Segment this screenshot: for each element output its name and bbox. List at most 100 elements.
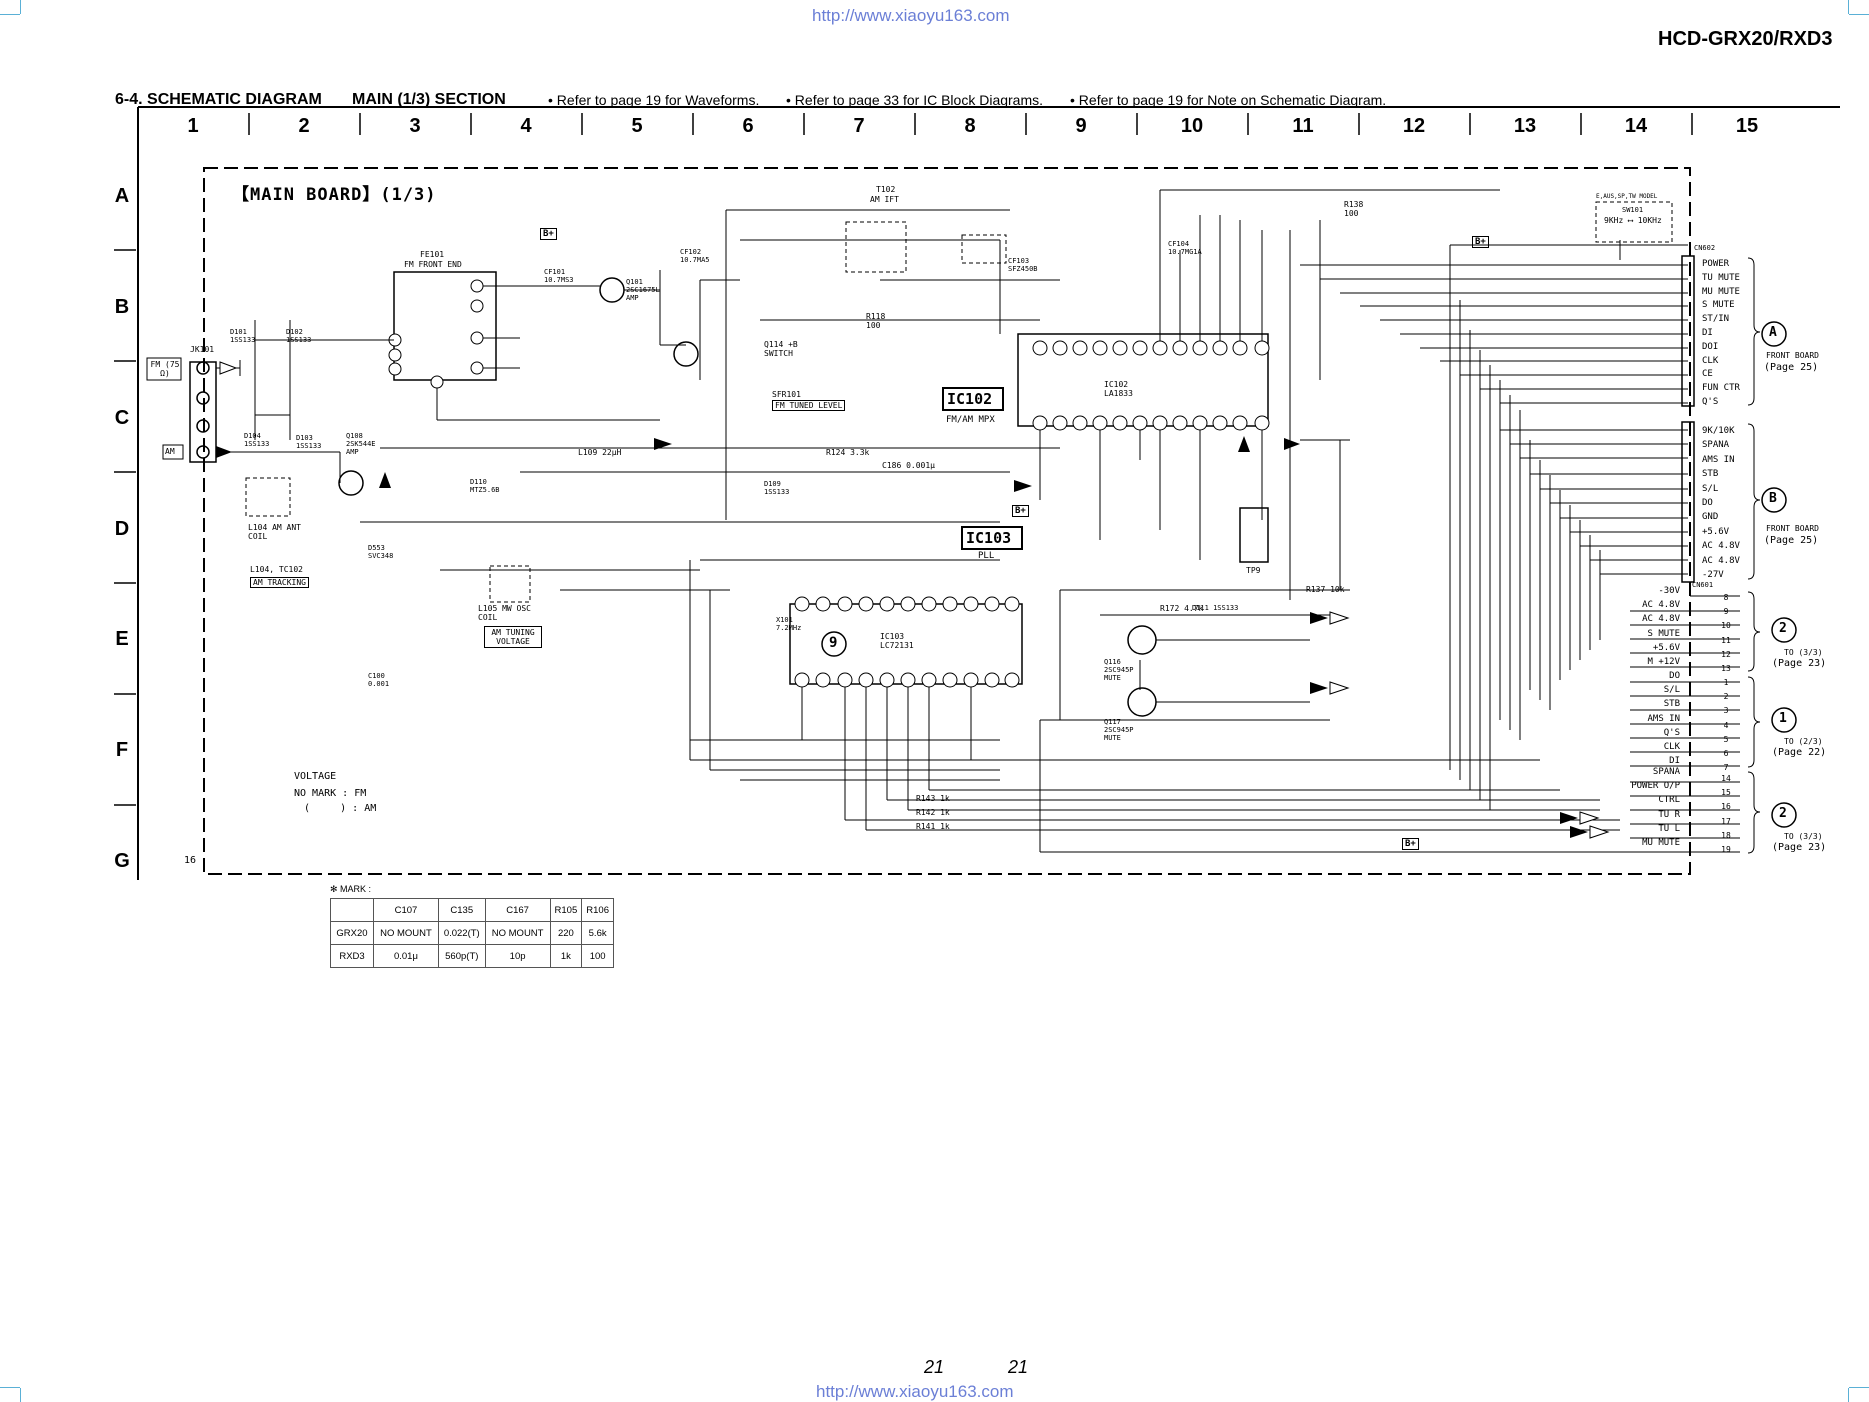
top-url[interactable]: http://www.xiaoyu163.com [812, 6, 1010, 25]
crop-mark-tl-h [0, 14, 20, 15]
ic103-top-pins [794, 596, 1020, 612]
am-input-label: AM [165, 447, 175, 456]
grid-row-g: G [114, 850, 130, 872]
crop-mark-tl [20, 0, 21, 14]
table-header-cell: C167 [484, 898, 551, 922]
output-pin: TU R [1658, 809, 1680, 820]
pin-number: 10 [1721, 621, 1731, 631]
r141-label: R141 1k [916, 822, 950, 831]
grid-row-f: F [115, 739, 129, 761]
grid-column-7: 7 [853, 115, 865, 137]
ic103-label-box [961, 526, 1023, 550]
output-pin: CTRL [1658, 795, 1680, 806]
sw101-desc: 9KHz ⟷ 10KHz [1604, 216, 1662, 225]
grid-column-12: 12 [1402, 115, 1426, 137]
q117-label: Q117 2SC945P MUTE [1104, 718, 1134, 742]
tp9-box [1239, 507, 1269, 563]
fe101-desc: FM FRONT END [404, 260, 462, 269]
pin-number: 11 [1721, 635, 1731, 645]
cn602-body [1681, 255, 1695, 407]
board-corner-number: 16 [184, 855, 197, 866]
r124-label: R124 3.3k [826, 448, 870, 457]
cn602-pin: ST/IN [1702, 314, 1730, 325]
ref-to33-top-line1: TO (3/3) [1784, 648, 1823, 657]
l104-box [245, 477, 291, 517]
ic102-desc: FM/AM MPX [946, 415, 995, 425]
output-pin: AMS IN [1647, 713, 1680, 724]
cn602-pin: POWER [1702, 259, 1730, 269]
pin-number: 19 [1721, 845, 1731, 855]
am-label-box [162, 444, 184, 460]
wiring [216, 189, 1740, 853]
table-cell: 560p(T) [437, 944, 486, 968]
bottom-url[interactable]: http://www.xiaoyu163.com [816, 1382, 1014, 1401]
d102-label: D102 1SS133 [286, 328, 312, 344]
fm-label-box [146, 357, 182, 381]
grid-column-8: 8 [964, 115, 976, 137]
page-number-left: 21 [924, 1357, 945, 1377]
grid-column-6: 6 [742, 115, 754, 137]
model-title: HCD-GRX20/RXD3 [1658, 28, 1833, 50]
crop-mark-br-h [1849, 1387, 1869, 1388]
table-cell: 0.022(T) [437, 921, 486, 945]
bplus-label-2: B+ [1012, 505, 1029, 517]
d109-label: D109 1SS133 [764, 480, 790, 496]
grid-column-2: 2 [298, 115, 310, 137]
t102-label: T102 [876, 185, 896, 194]
cn601-pin-list: 9K/10K SPANA AMS IN STB S/L DO GND +5.6V… [1702, 424, 1740, 582]
d104-label: D104 1SS133 [244, 432, 270, 448]
am-tracking-label: AM TRACKING [250, 577, 309, 588]
ic102-bottom-pins [1032, 415, 1270, 431]
r118-label: R118 100 [866, 312, 886, 330]
note-schematic: • Refer to page 19 for Note on Schematic… [1070, 92, 1387, 108]
r138-label: R138 100 [1344, 200, 1364, 218]
cn602-pin: MU MUTE [1702, 286, 1740, 297]
fe101-pins [388, 279, 484, 389]
output-pin: STB [1663, 699, 1680, 710]
cn601-pin: GND [1702, 512, 1719, 523]
ic102-label-box [942, 387, 1004, 411]
to33a-pin-list: -30V AC 4.8V AC 4.8V S MUTE +5.6V M +12V [1600, 584, 1680, 669]
table-row: GRX20 NO MOUNT 0.022(T) NO MOUNT 220 5.6… [330, 921, 614, 945]
t102-desc: AM IFT [870, 195, 899, 204]
output-pin: CLK [1663, 742, 1680, 753]
output-pin: POWER O/P [1631, 781, 1680, 792]
output-pin: MU MUTE [1642, 838, 1680, 849]
to33a-pin-numbers: 8 9 10 11 12 13 [1718, 591, 1734, 676]
jk101-label: JK101 [190, 345, 215, 354]
pin-number: 9 [1723, 607, 1729, 617]
ic102-top-pins [1032, 340, 1270, 356]
r143-label: R143 1k [916, 794, 950, 803]
r137-label: R137 10k [1306, 585, 1345, 594]
voltage-note-title: VOLTAGE [294, 771, 337, 782]
output-pin: Q'S [1663, 727, 1680, 738]
cn602-pin: DI [1702, 327, 1713, 338]
grid-column-14: 14 [1624, 115, 1648, 137]
table-header-cell [330, 898, 374, 922]
bplus-label-3: B+ [1472, 236, 1489, 248]
grid-frame [114, 106, 1840, 880]
board-title: 【MAIN BOARD】(1/3) [232, 185, 437, 205]
cn601-pin: 9K/10K [1702, 426, 1735, 436]
pin-number: 13 [1721, 664, 1731, 674]
q101-label: Q101 2SC1675L AMP [626, 278, 660, 302]
d553-label: D553 SVC348 [368, 544, 394, 560]
cn601-pin: DO [1702, 498, 1713, 509]
table-header-cell: C135 [437, 898, 486, 922]
cn601-label: CN601 [1692, 581, 1714, 589]
pin-number: 1 [1723, 678, 1729, 687]
pin-number: 14 [1721, 774, 1731, 783]
l105-box [489, 565, 531, 603]
cn601-pin: SPANA [1702, 440, 1730, 451]
pin-number: 7 [1723, 763, 1729, 773]
q116-label: Q116 2SC945P MUTE [1104, 658, 1134, 682]
table-cell: NO MOUNT [484, 921, 551, 945]
l105-label: L105 MW OSC COIL [478, 604, 531, 622]
cn601-body [1681, 421, 1695, 583]
cn601-pin: -27V [1702, 570, 1724, 581]
table-cell: NO MOUNT [373, 921, 439, 945]
badge-9: 9 [829, 635, 838, 651]
crop-mark-bl [20, 1388, 21, 1402]
ic103-label: IC103 [966, 529, 1012, 547]
